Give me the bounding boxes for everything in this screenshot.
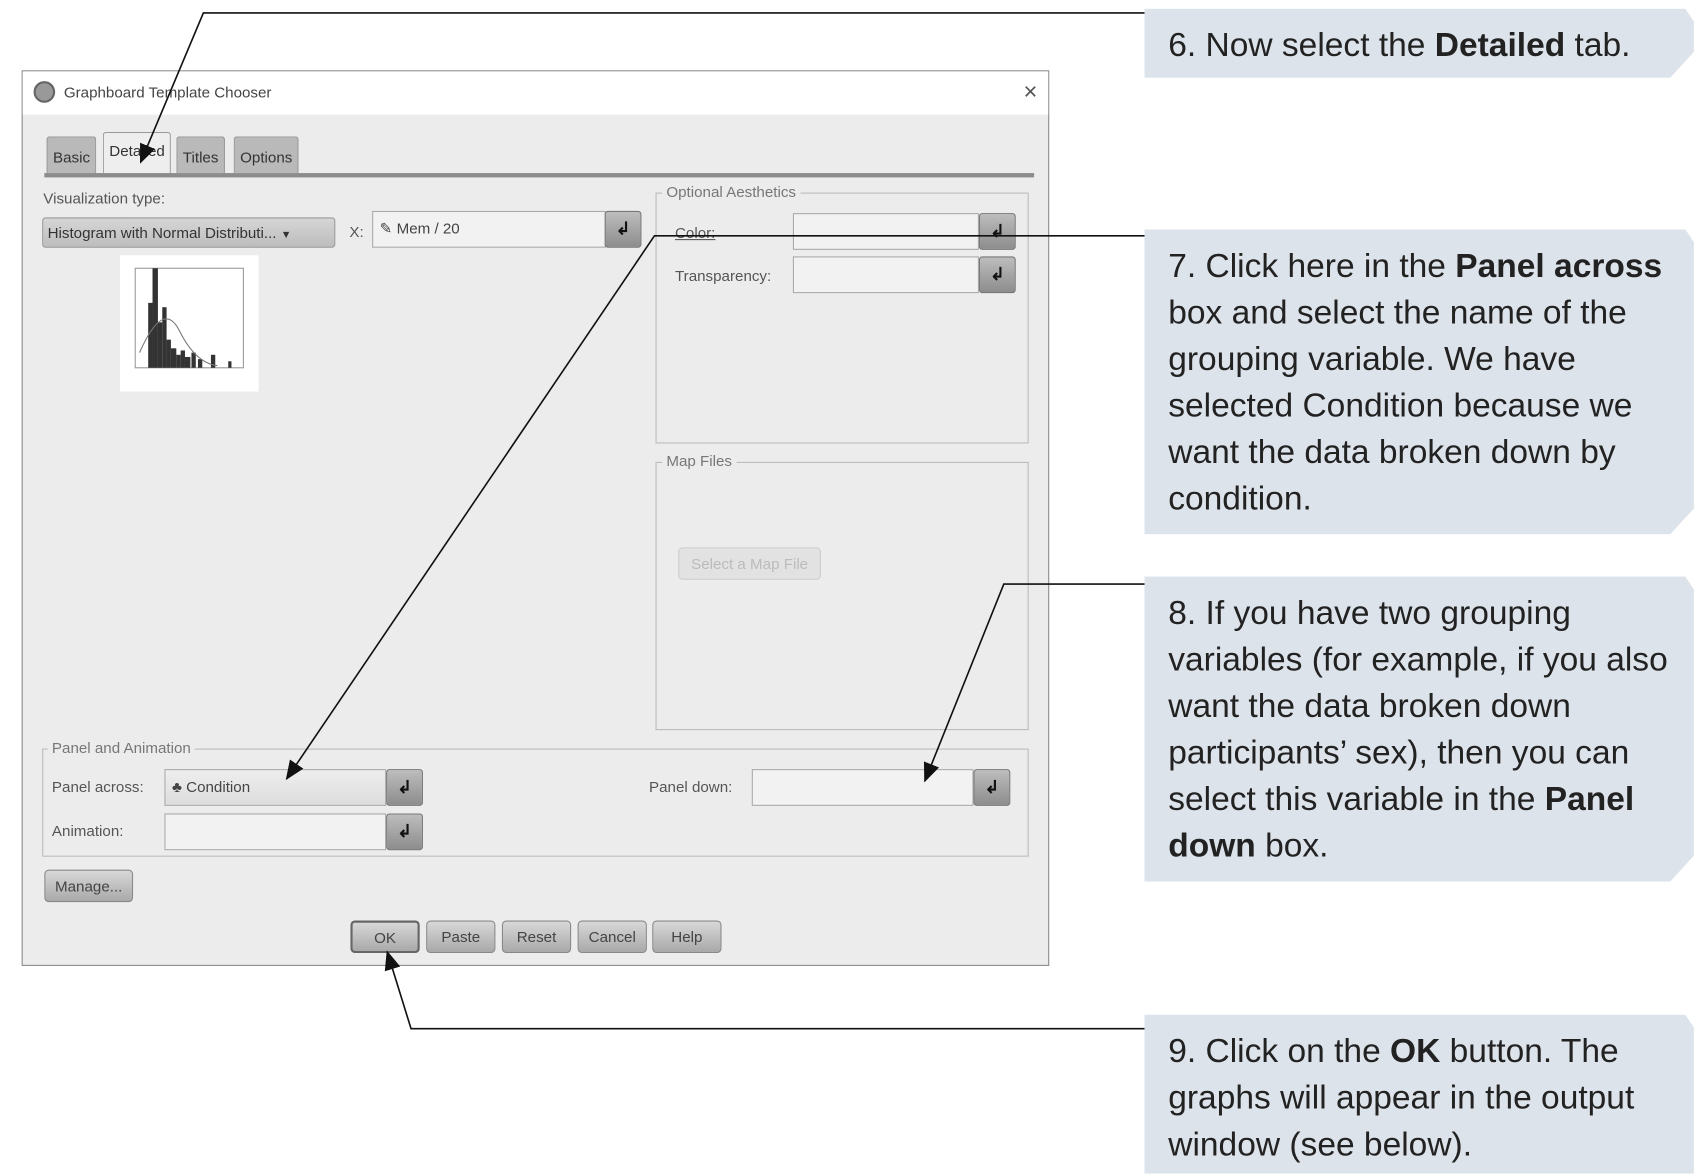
nominal-variable-icon: ♣ [171, 777, 182, 796]
panel-across-field[interactable]: ♣ Condition [164, 769, 387, 806]
select-map-file-button[interactable]: Select a Map File [678, 547, 822, 580]
transparency-field[interactable] [792, 256, 979, 294]
panel-down-label: Panel down: [649, 777, 733, 796]
callout-text: box and select the name of the grouping … [1168, 293, 1633, 518]
title-bar: Graphboard Template Chooser × [22, 71, 1049, 115]
histogram-preview-icon [134, 267, 244, 369]
tab-options[interactable]: Options [233, 136, 299, 174]
paste-button[interactable]: Paste [426, 920, 496, 953]
close-icon[interactable]: × [1023, 77, 1038, 105]
callout-text: box. [1255, 826, 1329, 865]
chevron-down-icon: ▼ [280, 229, 292, 242]
panel-down-drop-button[interactable]: ↲ [973, 769, 1011, 806]
visualization-type-label: Visualization type: [43, 189, 166, 207]
arrow-step-8 [923, 583, 1167, 783]
visualization-type-value: Histogram with Normal Distributi... [47, 223, 277, 242]
map-files-legend: Map Files [662, 452, 737, 470]
callout-bold: Panel across [1455, 246, 1663, 285]
callout-text: 8. If you have two grouping variables (f… [1168, 593, 1668, 818]
transparency-drop-button[interactable]: ↲ [978, 256, 1016, 294]
animation-drop-button[interactable]: ↲ [386, 813, 423, 851]
tab-titles[interactable]: Titles [176, 136, 225, 174]
optional-aesthetics-group: Optional Aesthetics Color: ↲ Transparenc… [655, 182, 1029, 444]
color-field[interactable] [792, 213, 979, 250]
panel-across-label: Panel across: [51, 777, 144, 796]
x-axis-field[interactable]: ✎ Mem / 20 [372, 210, 606, 248]
color-label: Color: [674, 223, 716, 242]
callout-bold: Panel down [1168, 779, 1635, 865]
app-icon [33, 81, 56, 103]
panel-animation-legend: Panel and Animation [47, 738, 196, 757]
visualization-type-select[interactable]: Histogram with Normal Distributi... ▼ [42, 217, 336, 248]
callout-bold: OK [1390, 1031, 1441, 1070]
callout-step-7: 7. Click here in the Panel across box an… [1144, 229, 1694, 534]
color-drop-button[interactable]: ↲ [978, 213, 1016, 250]
panel-across-drop-button[interactable]: ↲ [386, 769, 423, 806]
optional-aesthetics-legend: Optional Aesthetics [662, 182, 801, 201]
transparency-label: Transparency: [674, 267, 772, 285]
callout-step-9: 9. Click on the OK button. The graphs wi… [1144, 1015, 1694, 1174]
arrow-step-9 [384, 950, 1167, 1030]
animation-label: Animation: [51, 822, 124, 840]
callout-bold: Detailed [1434, 25, 1566, 64]
cancel-button[interactable]: Cancel [577, 920, 647, 953]
help-button[interactable]: Help [652, 920, 722, 953]
callout-text: button. The graphs will appear in the ou… [1168, 1031, 1635, 1163]
callout-step-8: 8. If you have two grouping variables (f… [1144, 577, 1694, 882]
dialog-title: Graphboard Template Chooser [63, 83, 272, 101]
scale-ruler-icon: ✎ [379, 219, 393, 237]
x-axis-drop-button[interactable]: ↲ [604, 210, 642, 248]
reset-button[interactable]: Reset [501, 920, 572, 953]
x-label: X: [349, 222, 364, 241]
callout-text: tab. [1565, 25, 1631, 64]
map-files-group: Map Files Select a Map File [655, 452, 1029, 731]
arrow-step-7 [285, 234, 1167, 781]
tab-basic[interactable]: Basic [46, 136, 97, 174]
callout-text: 7. Click here in the [1168, 246, 1456, 285]
graphboard-dialog: Graphboard Template Chooser × Basic Deta… [21, 70, 1050, 966]
panel-across-value: Condition [186, 777, 251, 796]
callout-text: 6. Now select the [1168, 25, 1435, 64]
tab-divider [44, 173, 1035, 178]
x-axis-value: Mem / 20 [396, 219, 460, 237]
arrow-step-6 [139, 12, 1167, 164]
animation-field[interactable] [164, 813, 387, 851]
callout-step-6: 6. Now select the Detailed tab. [1144, 9, 1694, 78]
histogram-preview-thumbnail [120, 255, 259, 392]
callout-text: 9. Click on the [1168, 1031, 1391, 1070]
manage-button[interactable]: Manage... [44, 869, 134, 903]
